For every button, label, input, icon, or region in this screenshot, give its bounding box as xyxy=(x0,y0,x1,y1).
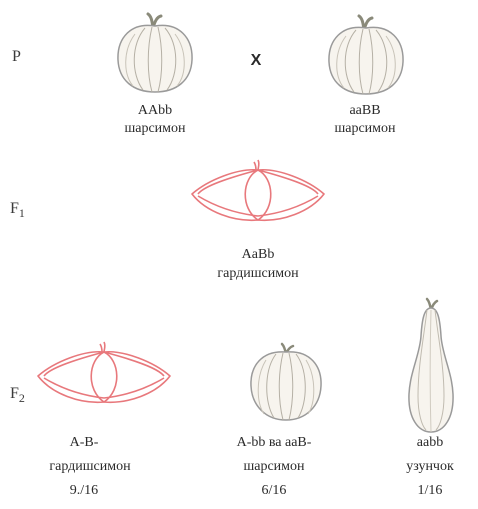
parent-2-round-pumpkin xyxy=(326,10,406,96)
cross-symbol: X xyxy=(244,52,268,69)
f2-1-ratio: 9./16 xyxy=(44,482,124,499)
f2-3-genotype: aabb xyxy=(400,434,460,451)
parent-1-genotype: AAbb xyxy=(115,102,195,119)
f1-genotype: AaBb xyxy=(218,246,298,263)
f2-2-ratio: 6/16 xyxy=(244,482,304,499)
f2-round-pumpkin xyxy=(248,340,324,422)
f2-2-genotype: A-bb ва aaB- xyxy=(204,434,344,451)
generation-f2-label: F2 xyxy=(10,385,25,406)
f2-1-phenotype: гардишсимон xyxy=(30,458,150,475)
parent-1-round-pumpkin xyxy=(115,8,195,94)
parent-2-genotype: aaBB xyxy=(325,102,405,119)
parent-1-phenotype: шарсимон xyxy=(100,120,210,137)
f2-3-phenotype: узунчок xyxy=(395,458,465,475)
f2-2-phenotype: шарсимон xyxy=(224,458,324,475)
f1-phenotype: гардишсимон xyxy=(188,265,328,282)
generation-p-label: P xyxy=(12,48,21,66)
generation-f1-label: F1 xyxy=(10,200,25,221)
f1-disc-pumpkin xyxy=(188,156,328,236)
f2-1-genotype: A-B- xyxy=(44,434,124,451)
f2-3-ratio: 1/16 xyxy=(400,482,460,499)
f2-elongated-pumpkin xyxy=(404,296,458,434)
f2-disc-pumpkin xyxy=(34,338,174,418)
parent-2-phenotype: шарсимон xyxy=(310,120,420,137)
